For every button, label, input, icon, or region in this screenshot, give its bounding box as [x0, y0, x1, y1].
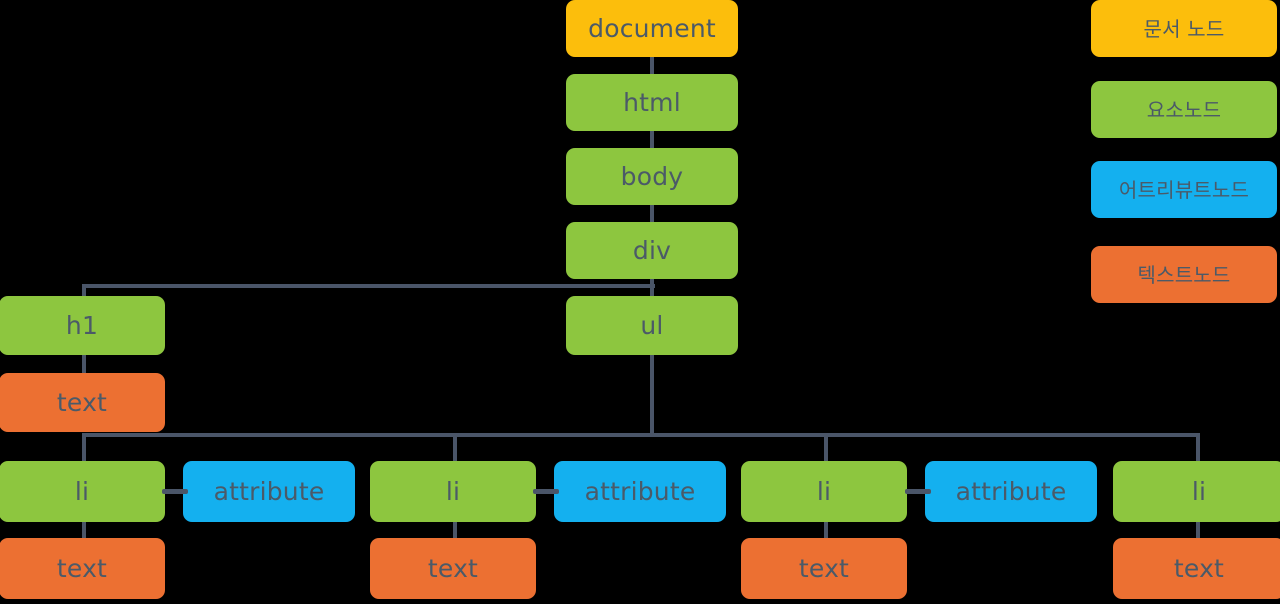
- node-li-1-text[interactable]: text: [0, 538, 165, 599]
- connector-ul-down: [650, 355, 654, 435]
- connector-bar-li2: [453, 433, 457, 461]
- node-attribute-1[interactable]: attribute: [183, 461, 355, 522]
- node-document[interactable]: document: [566, 0, 738, 57]
- connector-branch-h1: [82, 284, 86, 298]
- node-attribute-2[interactable]: attribute: [554, 461, 726, 522]
- legend-item-element-node[interactable]: 요소노드: [1091, 81, 1277, 138]
- legend-item-document-node[interactable]: 문서 노드: [1091, 0, 1277, 57]
- node-h1-text[interactable]: text: [0, 373, 165, 432]
- connector-div-down: [650, 279, 654, 288]
- connector-bar-li4: [1196, 433, 1200, 461]
- node-li-1[interactable]: li: [0, 461, 165, 522]
- connector-html-body: [650, 131, 654, 148]
- connector-h1-text: [82, 355, 86, 374]
- node-html[interactable]: html: [566, 74, 738, 131]
- connector-li1-text: [82, 522, 86, 541]
- connector-body-div: [650, 205, 654, 222]
- node-li-3-text[interactable]: text: [741, 538, 907, 599]
- node-li-3[interactable]: li: [741, 461, 907, 522]
- legend-item-attribute-node[interactable]: 어트리뷰트노드: [1091, 161, 1277, 218]
- node-attribute-3[interactable]: attribute: [925, 461, 1097, 522]
- node-li-2-text[interactable]: text: [370, 538, 536, 599]
- node-body[interactable]: body: [566, 148, 738, 205]
- connector-bar-li3: [824, 433, 828, 461]
- connector-li2-text: [453, 522, 457, 541]
- node-ul[interactable]: ul: [566, 296, 738, 355]
- connector-li-distribution-bar: [82, 433, 1200, 437]
- connector-li2-attribute: [533, 489, 559, 494]
- connector-branch-ul: [650, 284, 654, 298]
- node-div[interactable]: div: [566, 222, 738, 279]
- connector-document-html: [650, 57, 654, 74]
- node-h1[interactable]: h1: [0, 296, 165, 355]
- connector-div-branch-bar: [82, 284, 655, 288]
- node-li-4-text[interactable]: text: [1113, 538, 1280, 599]
- connector-li1-attribute: [162, 489, 188, 494]
- legend-item-text-node[interactable]: 텍스트노드: [1091, 246, 1277, 303]
- node-li-4[interactable]: li: [1113, 461, 1280, 522]
- connector-li3-attribute: [905, 489, 931, 494]
- connector-bar-li1: [82, 433, 86, 461]
- connector-li4-text: [1196, 522, 1200, 541]
- connector-li3-text: [824, 522, 828, 541]
- node-li-2[interactable]: li: [370, 461, 536, 522]
